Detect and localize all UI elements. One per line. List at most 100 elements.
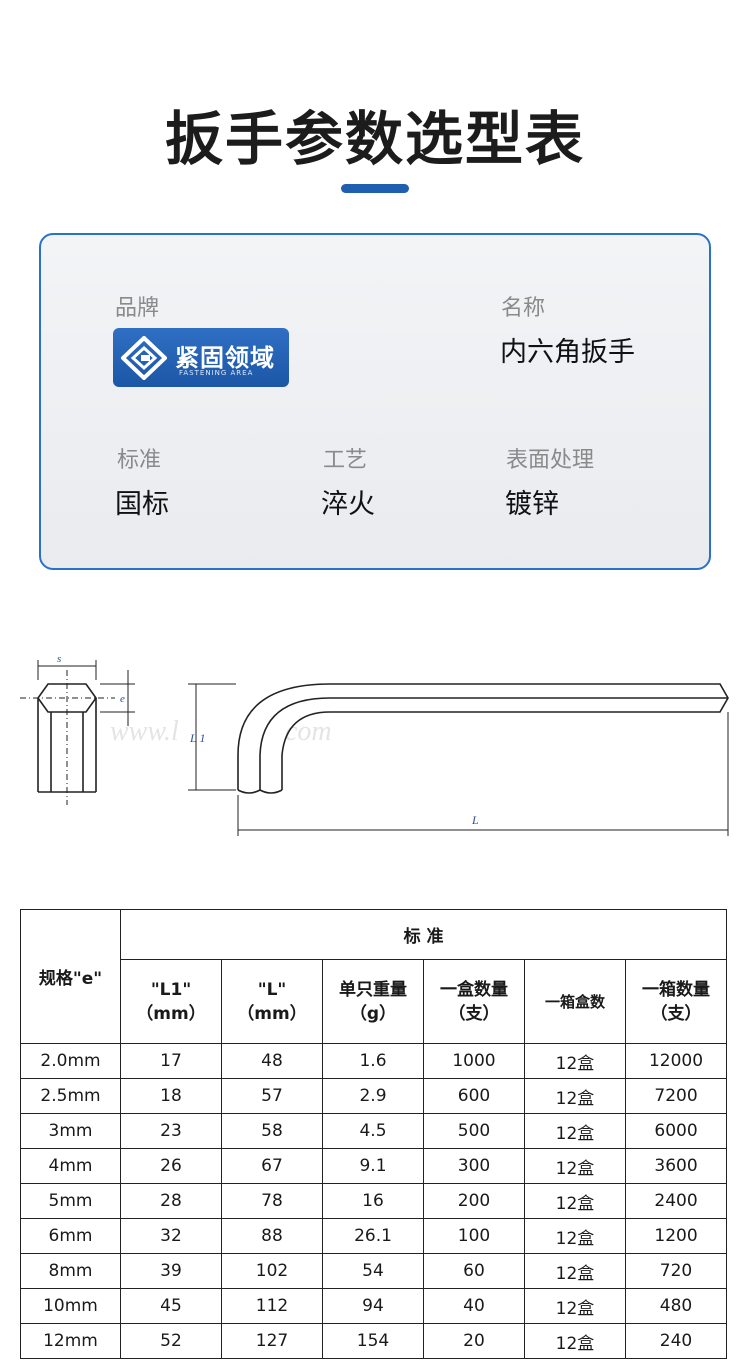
table-cell: 154 [322, 1323, 424, 1359]
table-cell: 12盒 [524, 1288, 626, 1324]
table-cell: 2400 [624, 1183, 728, 1219]
dimension-l [237, 712, 729, 836]
table-cell: 500 [423, 1113, 525, 1149]
surface-label: 表面处理 [506, 448, 595, 473]
table-cell: 12盒 [524, 1113, 626, 1149]
table-cell: 1.6 [322, 1043, 424, 1079]
standard-value: 国标 [115, 489, 169, 520]
table-cell: 200 [423, 1183, 525, 1219]
col-header-l1: "L1"（mm） [120, 959, 222, 1044]
table-cell: 6mm [20, 1218, 121, 1254]
table-cell: 12盒 [524, 1323, 626, 1359]
page-title: 扳手参数选型表 [164, 105, 585, 173]
table-cell: 480 [624, 1288, 728, 1324]
table-cell: 3mm [20, 1113, 121, 1149]
brand-label: 品牌 [115, 296, 160, 321]
table-cell: 2.5mm [20, 1078, 121, 1114]
table-cell: 5mm [20, 1183, 121, 1219]
table-cell: 12盒 [524, 1218, 626, 1254]
product-info-card: 品牌 紧固领域 FASTENING AREA 名称 内六角扳手 标准 国标 工艺… [39, 233, 711, 570]
surface-value: 镀锌 [505, 489, 559, 520]
table-cell: 100 [423, 1218, 525, 1254]
brand-logo-text: 紧固领域 [175, 344, 275, 372]
table-cell: 57 [221, 1078, 323, 1114]
table-cell: 48 [221, 1043, 323, 1079]
table-cell: 45 [120, 1288, 222, 1324]
table-cell: 7200 [624, 1078, 728, 1114]
table-cell: 12mm [20, 1323, 121, 1359]
dimension-l1-label: L 1 [189, 731, 205, 745]
table-cell: 94 [322, 1288, 424, 1324]
table-cell: 20 [423, 1323, 525, 1359]
table-cell: 2.0mm [20, 1043, 121, 1079]
brand-logo-subtext: FASTENING AREA [179, 369, 254, 377]
table-cell: 1200 [624, 1218, 728, 1254]
table-cell: 12000 [624, 1043, 728, 1079]
table-cell: 60 [423, 1253, 525, 1289]
table-cell: 28 [120, 1183, 222, 1219]
table-cell: 12盒 [524, 1253, 626, 1289]
spec-header: 规格"e" [20, 909, 121, 1044]
table-cell: 240 [624, 1323, 728, 1359]
table-cell: 6000 [624, 1113, 728, 1149]
diagram-watermark: www.l [110, 716, 179, 747]
table-cell: 52 [120, 1323, 222, 1359]
table-cell: 26.1 [322, 1218, 424, 1254]
table-cell: 67 [221, 1148, 323, 1184]
process-value: 淬火 [321, 489, 375, 520]
table-cell: 8mm [20, 1253, 121, 1289]
svg-text:com: com [285, 716, 332, 747]
standard-group-header: 标 准 [119, 909, 728, 960]
name-label: 名称 [501, 296, 546, 321]
table-cell: 12盒 [524, 1078, 626, 1114]
table-cell: 720 [624, 1253, 728, 1289]
col-header-case-qty: 一箱数量（支） [624, 959, 728, 1044]
table-cell: 16 [322, 1183, 424, 1219]
table-cell: 600 [423, 1078, 525, 1114]
hex-key-diagram: www.l com s e L 1 L [20, 653, 729, 836]
table-cell: 300 [423, 1148, 525, 1184]
table-cell: 2.9 [322, 1078, 424, 1114]
table-cell: 12盒 [524, 1148, 626, 1184]
dimension-s-label: s [57, 653, 61, 665]
col-header-weight: 单只重量（g） [322, 959, 424, 1044]
hex-key-side-view [237, 683, 729, 794]
brand-logo: 紧固领域 FASTENING AREA [113, 328, 289, 387]
hex-cross-section [20, 670, 115, 805]
table-cell: 9.1 [322, 1148, 424, 1184]
col-header-box-qty: 一盒数量（支） [423, 959, 525, 1044]
table-cell: 40 [423, 1288, 525, 1324]
process-label: 工艺 [323, 448, 368, 473]
dimension-l-label: L [471, 813, 479, 827]
brand-logo-icon [121, 336, 167, 380]
col-header-l: "L"（mm） [221, 959, 323, 1044]
table-cell: 78 [221, 1183, 323, 1219]
dimension-e [100, 670, 135, 726]
standard-label: 标准 [117, 448, 162, 473]
table-cell: 10mm [20, 1288, 121, 1324]
table-cell: 4.5 [322, 1113, 424, 1149]
spec-table: 规格"e" 标 准 "L1"（mm） "L"（mm） 单只重量（g） 一盒数量（… [20, 909, 728, 1359]
table-cell: 18 [120, 1078, 222, 1114]
title-underline [341, 184, 409, 193]
table-cell: 32 [120, 1218, 222, 1254]
table-cell: 39 [120, 1253, 222, 1289]
dimension-l1 [188, 683, 236, 791]
table-cell: 102 [221, 1253, 323, 1289]
table-cell: 26 [120, 1148, 222, 1184]
col-header-case-boxes: 一箱盒数 [524, 959, 626, 1044]
table-cell: 12盒 [524, 1183, 626, 1219]
table-cell: 3600 [624, 1148, 728, 1184]
table-cell: 1000 [423, 1043, 525, 1079]
table-cell: 12盒 [524, 1043, 626, 1079]
table-cell: 17 [120, 1043, 222, 1079]
table-cell: 23 [120, 1113, 222, 1149]
